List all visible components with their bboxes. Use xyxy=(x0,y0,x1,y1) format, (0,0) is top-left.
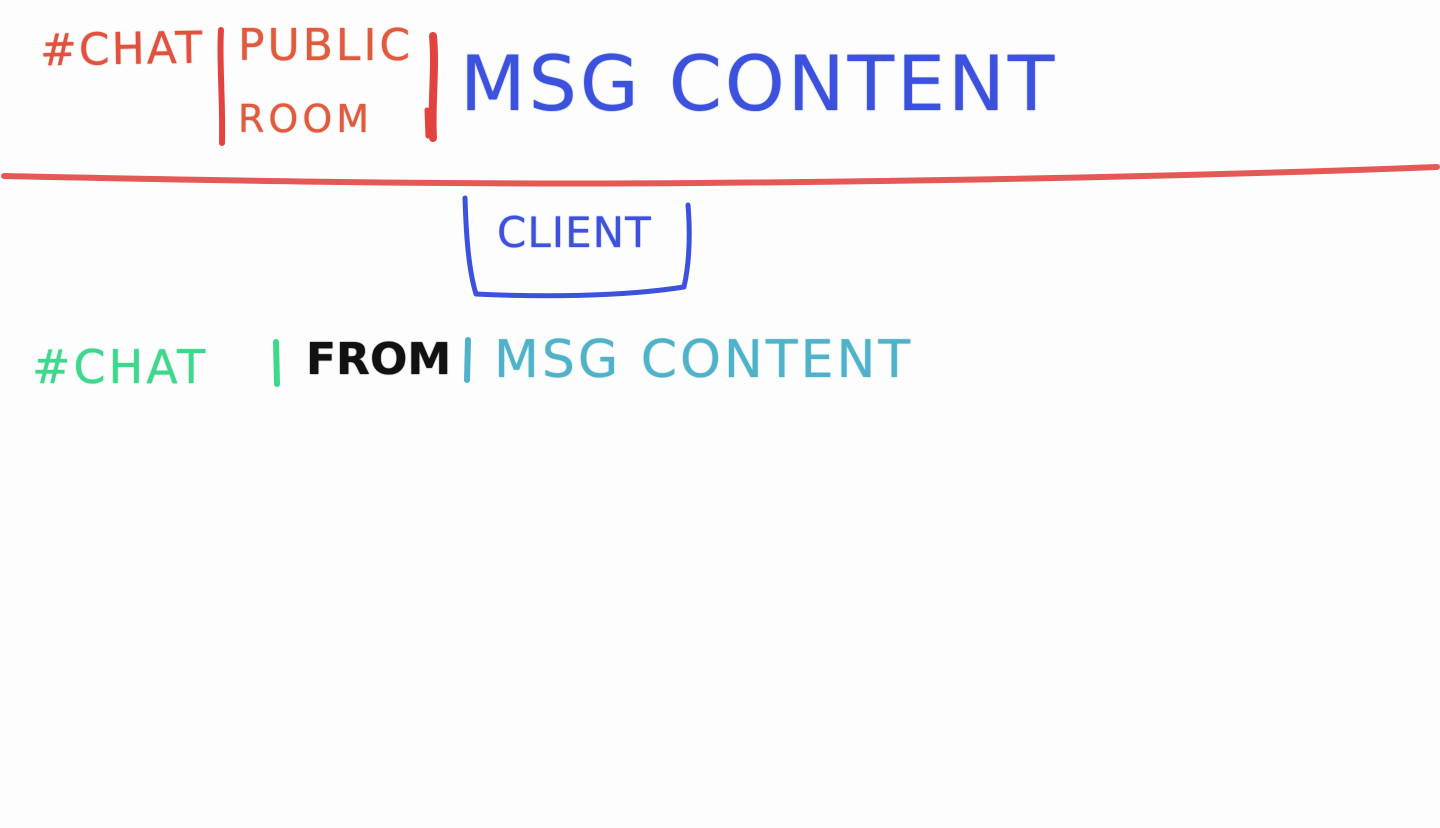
bottom-content-label: MSG CONTENT xyxy=(494,330,914,390)
client-label: CLIENT xyxy=(497,208,652,257)
top-room-label-line1: PUBLIC xyxy=(238,20,414,71)
top-separator-2b xyxy=(424,107,431,139)
bottom-separator-2 xyxy=(464,337,471,383)
bottom-from-label: FROM xyxy=(306,334,452,385)
top-separator-2 xyxy=(428,32,438,142)
top-separator-1 xyxy=(217,27,226,146)
top-room-label-line2: ROOM xyxy=(238,97,374,141)
top-chat-label: #CHAT xyxy=(39,22,205,77)
top-content-label: MSG CONTENT xyxy=(460,39,1058,128)
divider-line xyxy=(1,164,1440,187)
bottom-chat-label: #CHAT xyxy=(32,340,209,394)
bottom-separator-1 xyxy=(273,339,280,387)
client-box-outline xyxy=(462,195,692,299)
